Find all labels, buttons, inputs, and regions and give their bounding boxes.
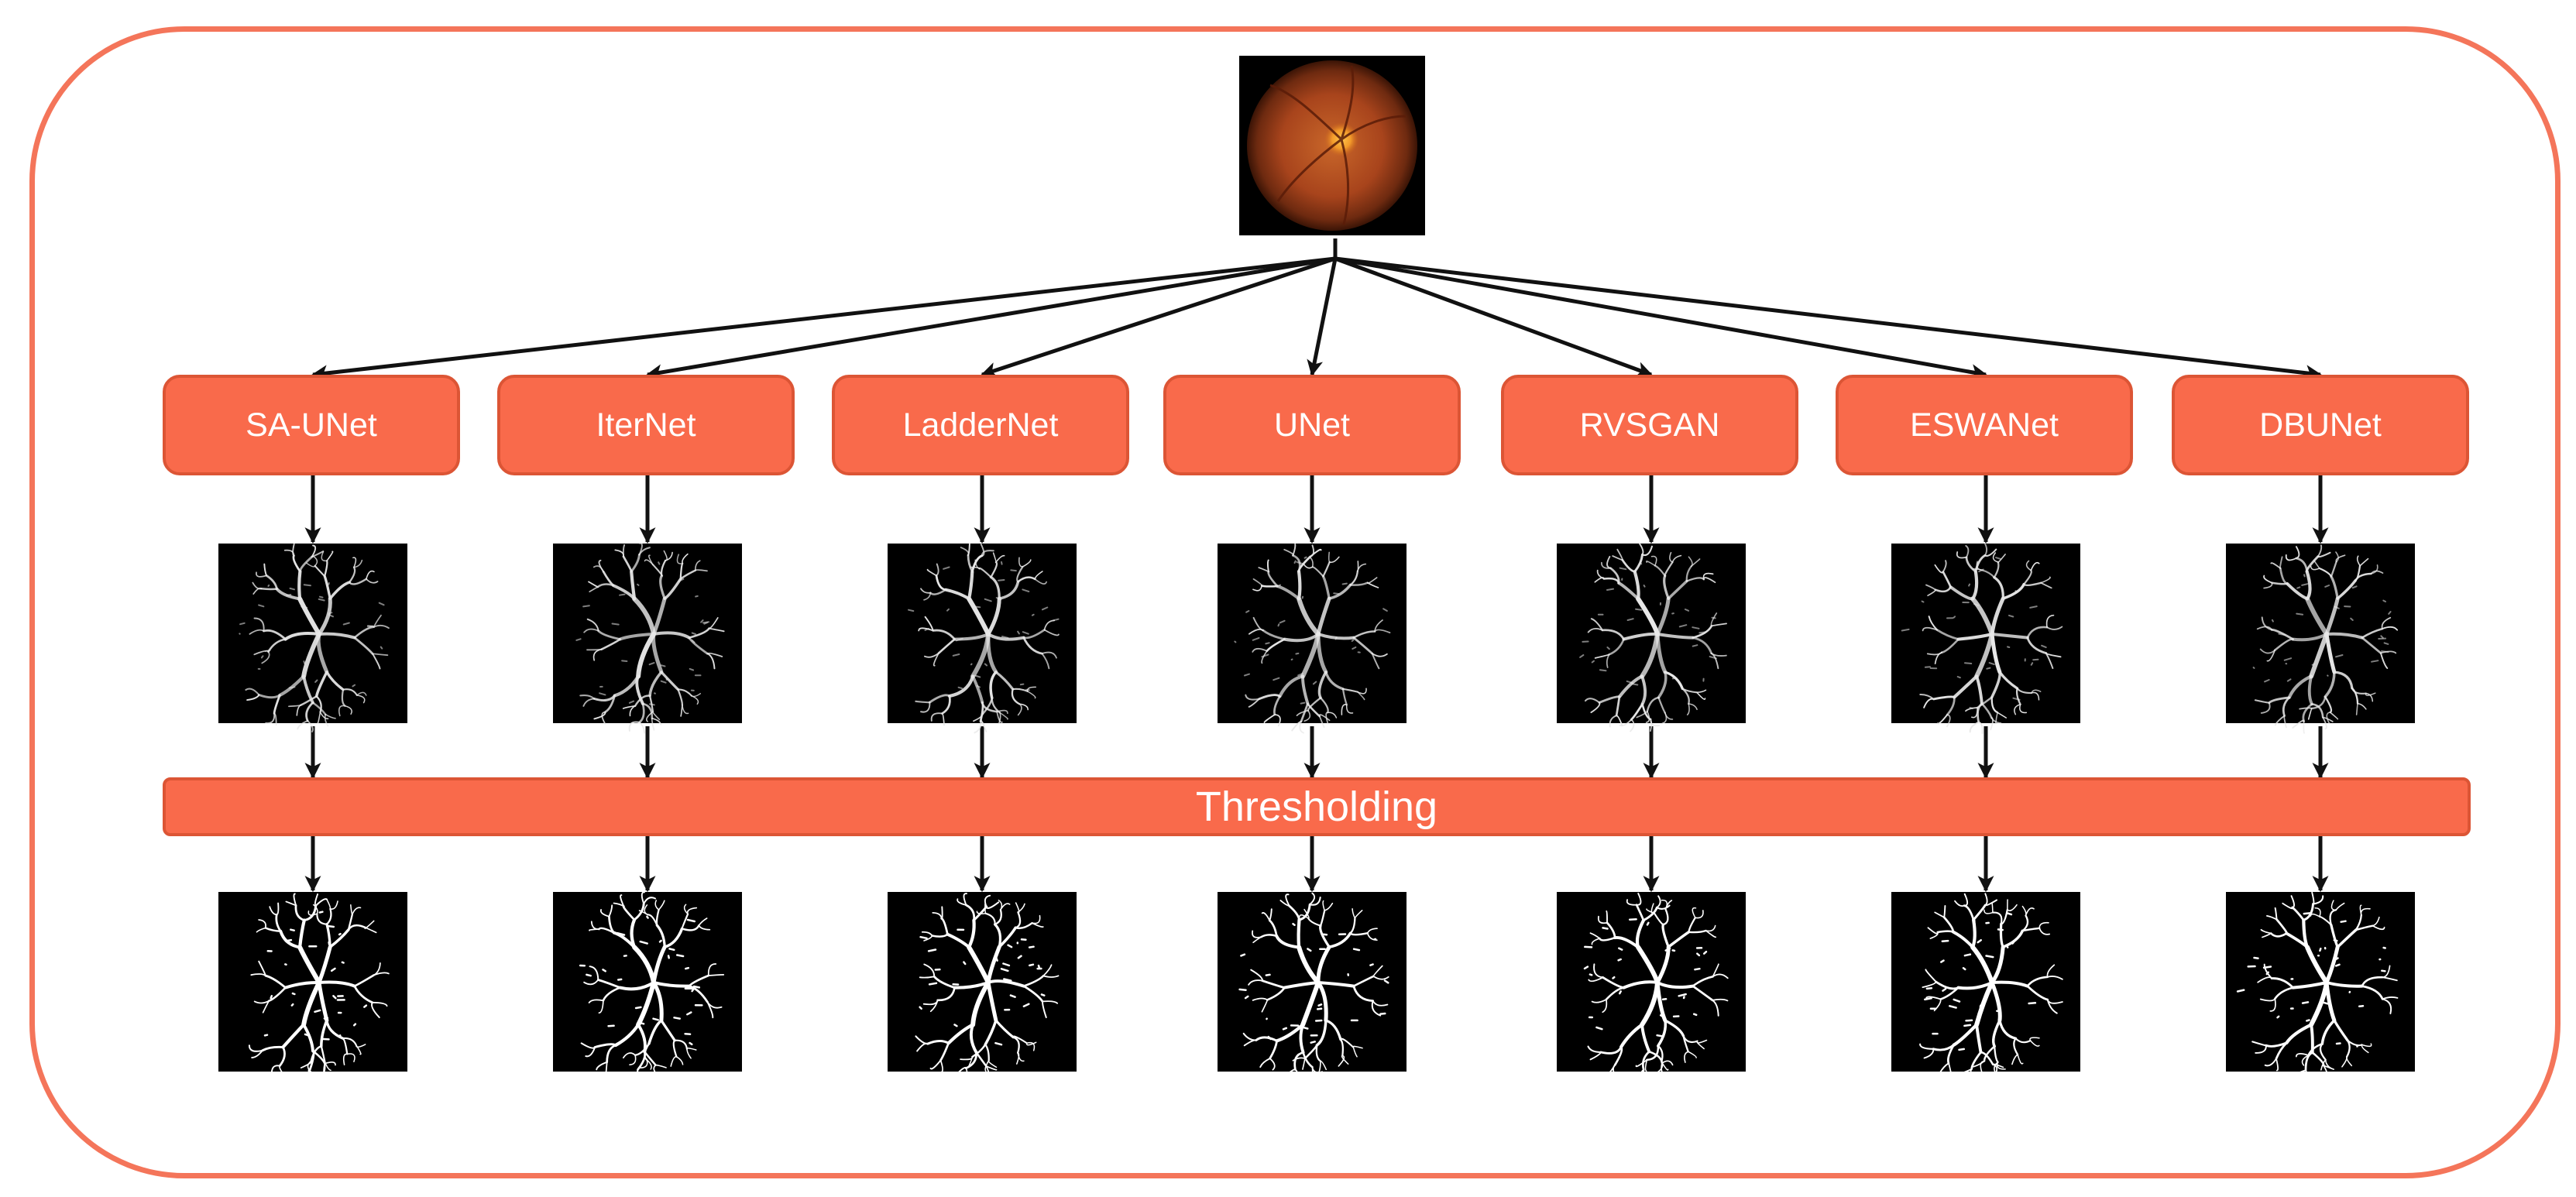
binary-map-laddernet (888, 892, 1077, 1081)
model-box-sa-unet: SA-UNet (163, 375, 460, 475)
diagram-frame (29, 26, 2561, 1178)
thresholding-label: Thresholding (1195, 784, 1438, 830)
arrow-input-to-sa-unet (311, 256, 1336, 382)
arrow-input-to-dbunet (1334, 256, 2323, 382)
model-label: DBUNet (2259, 406, 2382, 444)
arrow-input-to-rvsgan (1334, 256, 1653, 378)
model-label: SA-UNet (246, 406, 377, 444)
model-box-rvsgan: RVSGAN (1501, 375, 1798, 475)
binary-map-unet (1218, 892, 1406, 1082)
probability-map-dbunet (2226, 544, 2415, 734)
arrow-input-to-laddernet (981, 256, 1336, 379)
model-label: ESWANet (1910, 406, 2059, 444)
model-box-unet: UNet (1163, 375, 1461, 475)
thresholding-bar: Thresholding (163, 777, 2471, 836)
model-label: IterNet (596, 406, 696, 444)
binary-map-eswanet (1891, 892, 2080, 1082)
probability-map-iternet (553, 542, 742, 734)
model-label: RVSGAN (1579, 406, 1720, 444)
arrow-input-to-iternet (645, 256, 1336, 381)
probability-map-unet (1218, 543, 1406, 734)
model-label: UNet (1274, 406, 1350, 444)
arrow-input-to-eswanet (1334, 256, 1988, 381)
model-box-laddernet: LadderNet (832, 375, 1129, 475)
input-fundus-image (1239, 56, 1425, 235)
model-box-dbunet: DBUNet (2172, 375, 2469, 475)
probability-map-rvsgan (1557, 542, 1746, 732)
binary-map-rvsgan (1557, 892, 1746, 1082)
model-label: LadderNet (902, 406, 1059, 444)
binary-map-iternet (553, 891, 742, 1082)
model-box-eswanet: ESWANet (1836, 375, 2133, 475)
model-box-iternet: IterNet (497, 375, 795, 475)
probability-map-sa-unet (218, 543, 407, 732)
arrow-input-to-unet (1307, 258, 1338, 377)
binary-map-dbunet (2226, 891, 2415, 1082)
probability-map-eswanet (1891, 543, 2080, 735)
probability-map-laddernet (888, 543, 1077, 734)
binary-map-sa-unet (218, 892, 407, 1082)
